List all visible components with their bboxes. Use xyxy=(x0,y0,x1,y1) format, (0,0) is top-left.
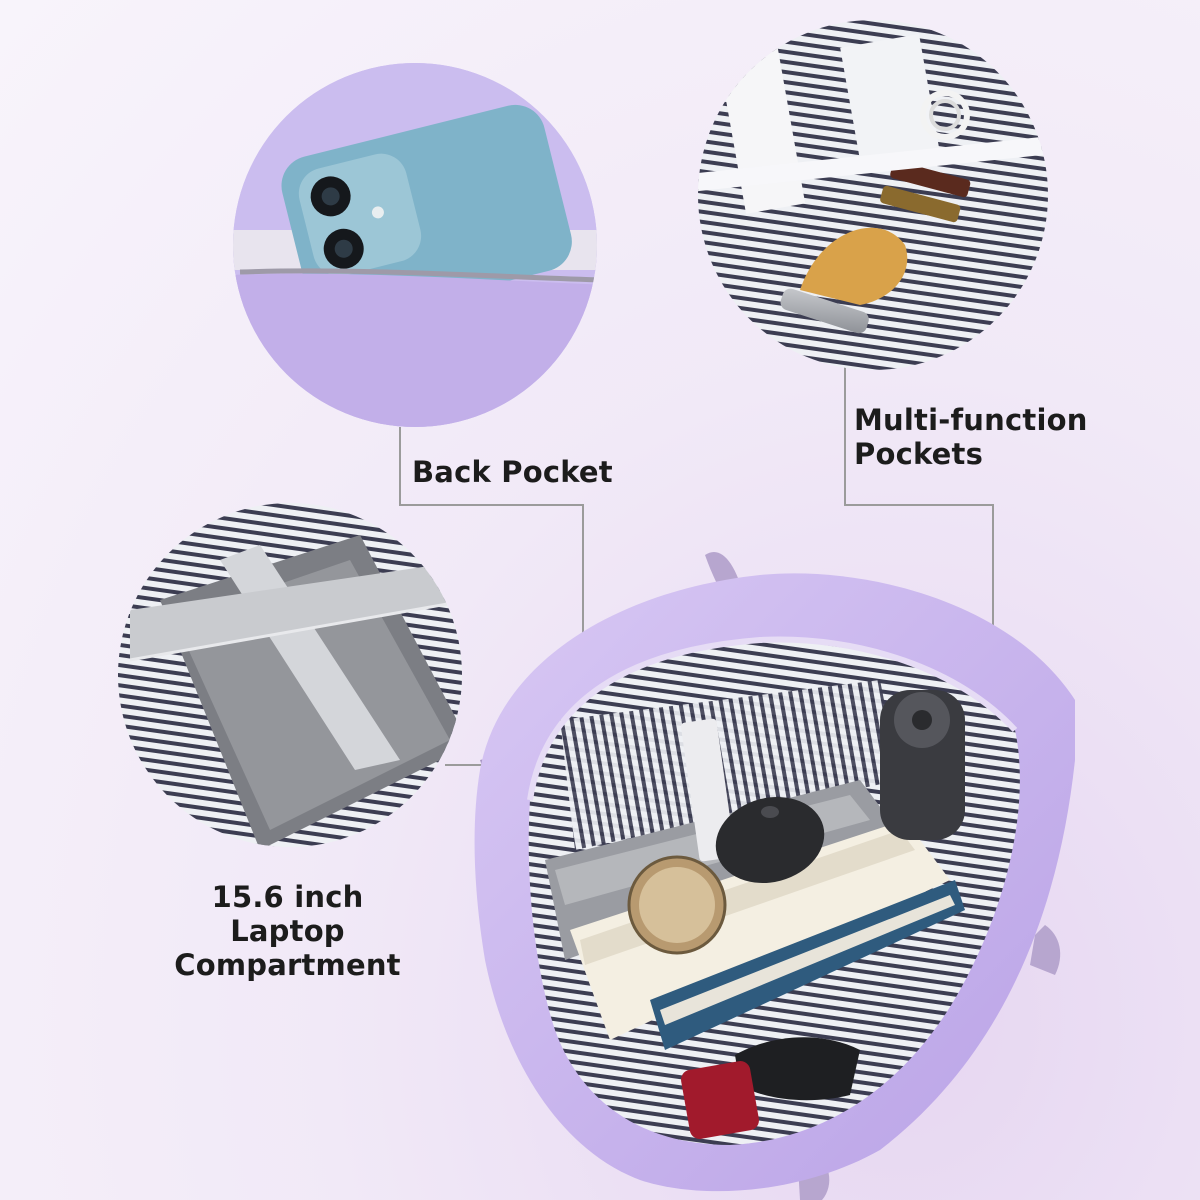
back-pocket-label-line1: Back Pocket xyxy=(412,455,613,489)
multi-pockets-inset xyxy=(698,20,1048,370)
multi-pockets-label: Multi-function Pockets xyxy=(854,403,1088,471)
laptop-label-line1: 15.6 inch Laptop xyxy=(211,880,364,948)
laptop-compartment-inset xyxy=(118,503,462,847)
back-pocket-label: Back Pocket xyxy=(412,455,613,489)
back-pocket-inset xyxy=(233,63,597,427)
multi-pockets-label-line2: Pockets xyxy=(854,437,984,471)
multi-pockets-label-line1: Multi-function xyxy=(854,403,1088,437)
laptop-compartment-label: 15.6 inch Laptop Compartment xyxy=(160,880,415,982)
laptop-label-line2: Compartment xyxy=(174,948,401,982)
bag xyxy=(474,552,1075,1200)
